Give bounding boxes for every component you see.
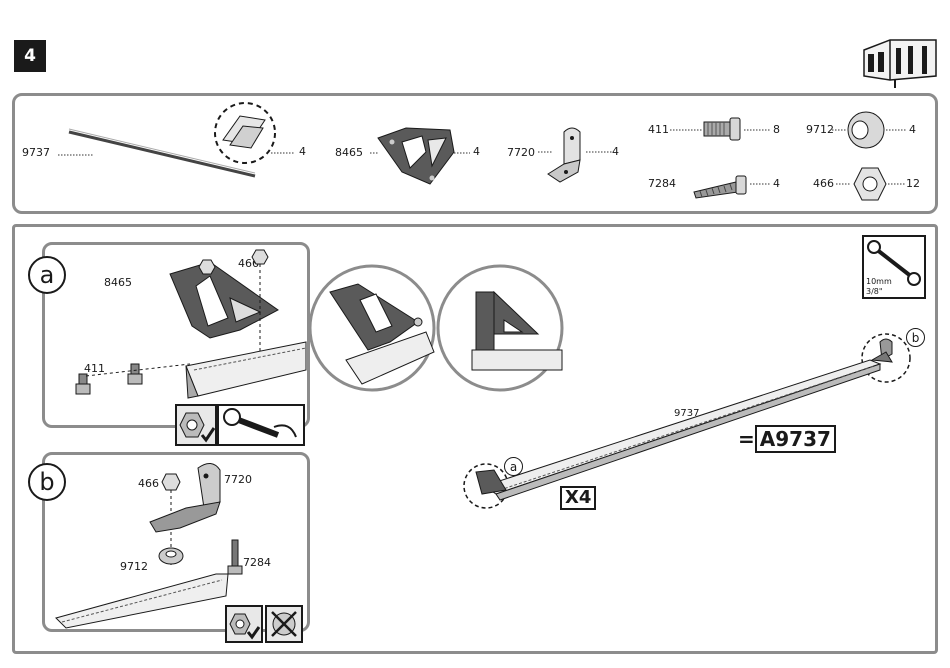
part-code-7284: 7284	[648, 177, 676, 190]
part-qty-7284: 4	[773, 177, 780, 190]
part-code-7720: 7720	[507, 146, 535, 159]
detail-b-nut-inset	[226, 606, 262, 642]
detail-b-illustration	[56, 458, 256, 628]
detail-b-no-washer-inset	[266, 606, 302, 642]
quantity-box: X4	[560, 486, 596, 510]
main-callout-a: a	[504, 457, 523, 476]
assembly-code-label: =A9737	[738, 427, 836, 451]
detail-a-nut-inset	[176, 405, 216, 445]
part-code-9712: 9712	[806, 123, 834, 136]
part-qty-9712: 4	[909, 123, 916, 136]
detail-a-wrench-inset	[218, 405, 304, 445]
part-qty-9737: 4	[299, 145, 306, 158]
tool-size-metric: 10mm	[866, 277, 892, 286]
part-code-8465: 8465	[335, 146, 363, 159]
part-qty-411: 8	[773, 123, 780, 136]
bolt-7284-illustration	[676, 170, 776, 200]
part-code-9737: 9737	[22, 146, 50, 159]
bracket-8465-illustration	[370, 122, 480, 192]
shed-thumbnail-icon	[860, 36, 940, 88]
washer-9712-illustration	[832, 110, 910, 150]
detail-a-illustration	[60, 246, 308, 406]
bolt-411-illustration	[670, 114, 774, 144]
nut-466-illustration	[836, 164, 910, 204]
bracket-7720-illustration	[538, 124, 618, 186]
part-qty-7720: 4	[612, 145, 619, 158]
main-rail-illustration	[460, 322, 920, 518]
step-number-badge: 4	[14, 40, 46, 72]
tool-size-imperial: 3/8"	[866, 287, 883, 296]
assembly-equals-sign: =	[738, 427, 755, 451]
rail-9737-illustration	[55, 100, 305, 180]
part-qty-8465: 4	[473, 145, 480, 158]
part-code-466: 466	[813, 177, 834, 190]
part-code-411: 411	[648, 123, 669, 136]
main-rail-code: 9737	[674, 408, 699, 419]
main-callout-b: b	[906, 328, 925, 347]
part-qty-466: 12	[906, 177, 920, 190]
assembly-code-text: A9737	[755, 425, 836, 453]
